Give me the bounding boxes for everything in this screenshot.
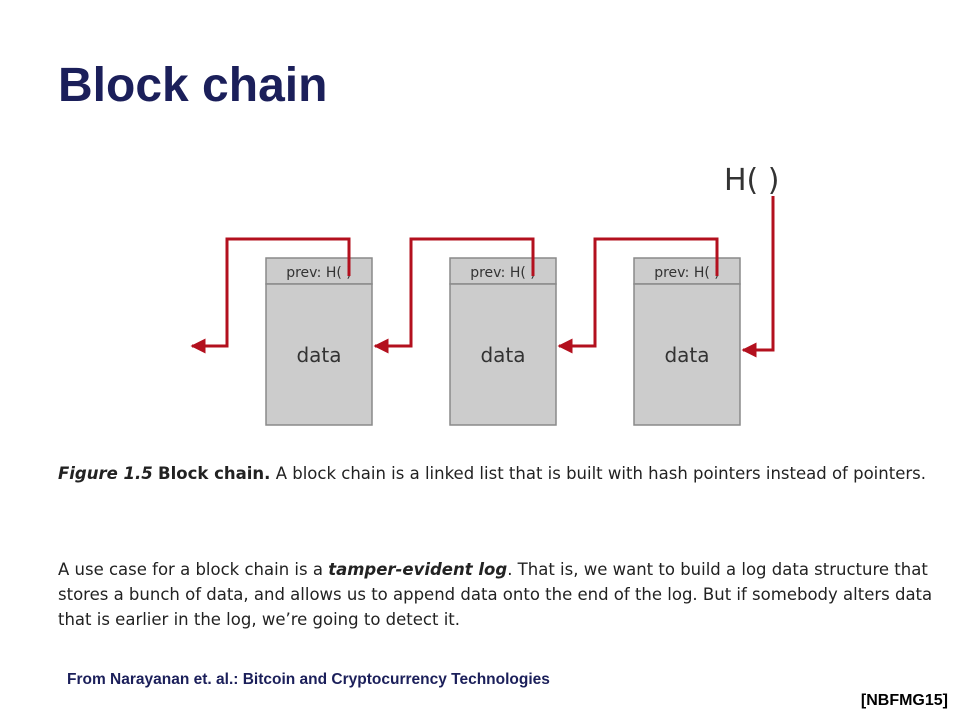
block-2-header-label: prev: H( ): [470, 265, 536, 281]
figure-caption: Figure 1.5 Block chain. A block chain is…: [58, 462, 938, 485]
slide-title: Block chain: [58, 59, 328, 112]
citation-tag: [NBFMG15]: [860, 692, 948, 709]
block-1-data-box: [265, 283, 373, 426]
block-2: prev: H( ) data: [449, 257, 557, 426]
block-1: prev: H( ) data: [265, 257, 373, 426]
figure-heading: Block chain.: [158, 464, 271, 483]
block-3-header-label: prev: H( ): [654, 265, 720, 281]
figure-caption-text: A block chain is a linked list that is b…: [270, 464, 926, 483]
hash-pointer-3: [557, 237, 719, 354]
figure-label: Figure 1.5: [58, 464, 153, 483]
blockchain-diagram: prev: H( ) data prev: H( ) data prev: H(…: [190, 163, 780, 426]
explanation-paragraph: A use case for a block chain is a tamper…: [58, 558, 938, 632]
block-2-data-label: data: [480, 343, 525, 367]
block-2-data-box: [449, 283, 557, 426]
top-hash-label: H( ): [724, 163, 780, 198]
hash-pointer-2: [373, 237, 535, 354]
block-3-data-box: [633, 283, 741, 426]
paragraph-emphasis: tamper-evident log: [328, 560, 508, 579]
paragraph-lead: A use case for a block chain is a: [58, 560, 329, 579]
hash-pointer-1: [190, 237, 351, 354]
source-credit: From Narayanan et. al.: Bitcoin and Cryp…: [67, 671, 550, 688]
paragraph-rest: . That is, we want to build a log data s…: [58, 560, 933, 629]
block-3-data-label: data: [664, 343, 709, 367]
hash-pointer-head: [741, 196, 775, 358]
block-1-header-label: prev: H( ): [286, 265, 352, 281]
block-1-data-label: data: [296, 343, 341, 367]
block-1-header-box: [265, 257, 373, 285]
block-2-header-box: [449, 257, 557, 285]
block-3: prev: H( ) data: [633, 257, 741, 426]
